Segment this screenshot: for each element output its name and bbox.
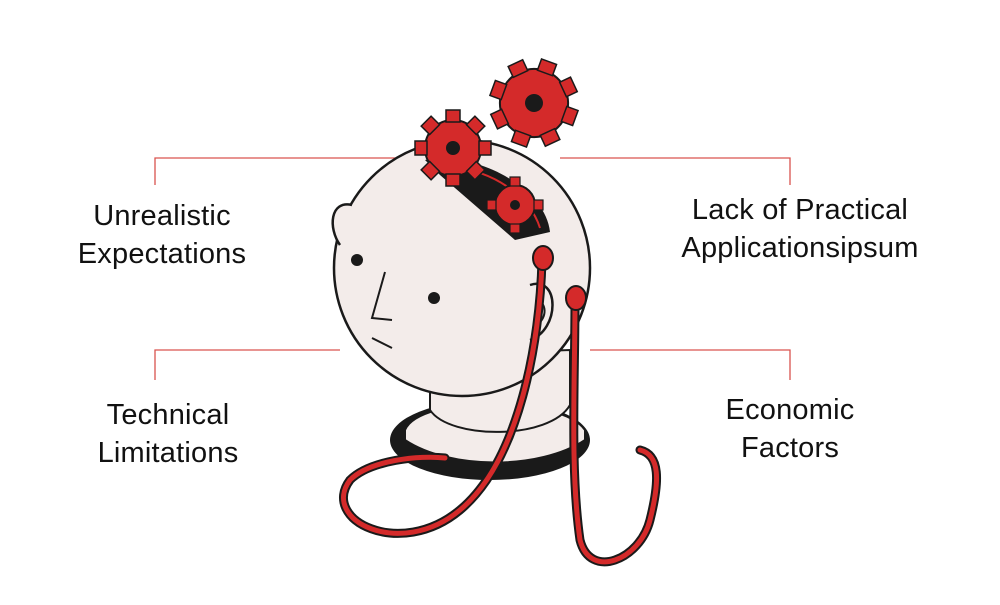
label-lack-of-practical-applications: Lack of Practical Applicationsipsum bbox=[640, 191, 960, 267]
left-eye bbox=[351, 254, 363, 266]
cable-icon bbox=[339, 255, 662, 567]
label-economic-factors: Economic Factors bbox=[690, 391, 890, 467]
label-line: Lack of Practical bbox=[691, 194, 909, 226]
connector-bottom-left bbox=[154, 349, 340, 380]
label-line: Factors bbox=[740, 432, 840, 464]
gear-icon bbox=[488, 57, 580, 149]
gear-icon bbox=[486, 176, 544, 234]
connector-top-left bbox=[154, 157, 440, 185]
gear-icon bbox=[414, 109, 492, 187]
connector-lines bbox=[154, 157, 791, 380]
right-eye bbox=[428, 292, 440, 304]
label-technical-limitations: Technical Limitations bbox=[68, 396, 268, 472]
connector-top-right bbox=[560, 157, 791, 185]
label-unrealistic-expectations: Unrealistic Expectations bbox=[62, 197, 262, 273]
label-line: Technical bbox=[106, 399, 230, 431]
connector-bottom-right bbox=[590, 349, 791, 380]
label-line: Economic bbox=[725, 394, 855, 426]
label-line: Expectations bbox=[77, 238, 247, 270]
cable-plug bbox=[532, 245, 587, 311]
label-line: Applicationsipsum bbox=[681, 232, 919, 264]
label-line: Limitations bbox=[97, 437, 239, 469]
label-line: Unrealistic bbox=[93, 200, 231, 232]
head-illustration bbox=[331, 138, 592, 398]
